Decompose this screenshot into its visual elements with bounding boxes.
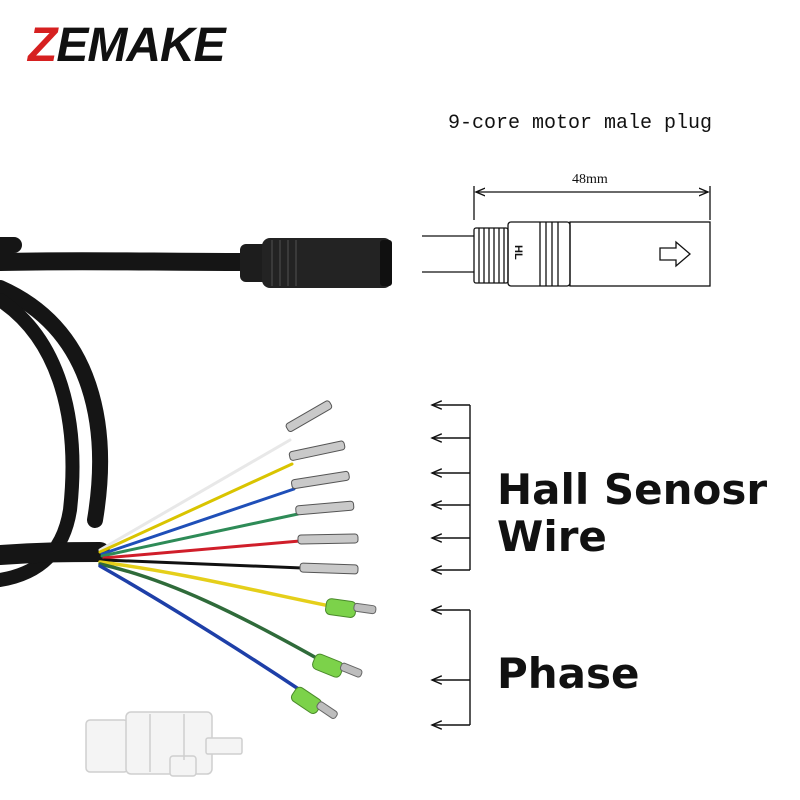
hall-terminal: [288, 440, 346, 461]
hall-wire-green: [100, 512, 300, 558]
phase-connectors: [290, 598, 377, 719]
logo-text: EMAKE: [56, 19, 225, 72]
hall-wire-yellow: [98, 462, 294, 554]
cable-upper: [0, 252, 254, 271]
arrow-right-icon: [659, 240, 691, 268]
hall-terminal: [295, 500, 355, 516]
phase-wires: [98, 560, 332, 692]
hall-wire-blue: [100, 487, 296, 556]
phase-wire-green: [98, 562, 322, 662]
hall-sensor-label: Hall Senosr Wire: [497, 466, 767, 560]
motor-connector: [240, 238, 392, 288]
hall-bracket: [432, 405, 471, 570]
hall-label-line2: Wire: [497, 512, 607, 562]
hall-wire-red: [102, 539, 302, 560]
phase-wire-yellow: [98, 560, 332, 608]
cable-lower: [0, 542, 110, 565]
phase-wire-blue: [98, 564, 302, 692]
hall-terminal: [285, 400, 333, 432]
phase-connector: [290, 686, 322, 714]
hall-terminal: [290, 470, 350, 490]
cable-loop-inner: [0, 293, 80, 587]
logo-letter-z: Z: [28, 19, 57, 72]
brand-logo: ZEMAKE: [28, 19, 226, 72]
male-plug-drawing: [422, 186, 711, 287]
phase-label: Phase: [497, 649, 640, 698]
phase-connector: [312, 653, 344, 678]
hall-label-line1: Hall Senosr: [497, 465, 768, 514]
dimension-label: 48mm: [572, 172, 608, 187]
cable-loop-outer: [0, 280, 109, 528]
phase-connector: [325, 598, 357, 618]
hall-wire-white: [98, 438, 292, 552]
hall-terminal: [297, 533, 359, 545]
plug-marking: HL: [512, 245, 524, 260]
hall-wires: [98, 438, 304, 570]
hall-terminal: [299, 562, 359, 575]
cable-bundle: [0, 237, 254, 587]
plug-title: 9-core motor male plug: [448, 112, 713, 135]
phase-bracket: [432, 610, 471, 725]
hall-wire-black: [102, 558, 304, 570]
white-connector: [85, 711, 243, 777]
hall-terminals: [285, 400, 359, 575]
